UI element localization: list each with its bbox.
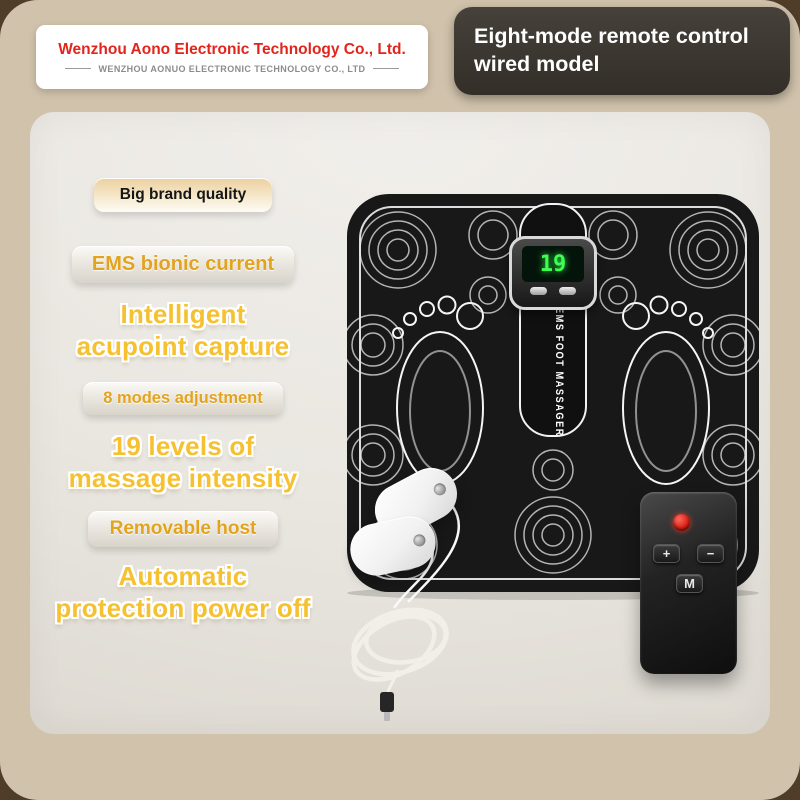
company-header-card: Wenzhou Aono Electronic Technology Co., … — [36, 25, 428, 89]
mode-button: M — [676, 574, 703, 593]
feature-line: protection power off — [55, 592, 311, 623]
feature-line: Intelligent — [120, 299, 246, 329]
feature-8-modes-adjustment: 8 modes adjustment — [83, 382, 283, 416]
feature-line: massage intensity — [68, 463, 298, 494]
feature-line: Automatic — [118, 560, 248, 591]
led-display: 19 — [522, 246, 584, 282]
feature-ems-bionic-current: EMS bionic current — [71, 246, 295, 283]
mat-brand-text: EMS FOOT MASSAGER — [553, 307, 565, 437]
connector-lead — [386, 669, 400, 693]
feature-list: Big brand quality EMS bionic current Int… — [38, 112, 328, 624]
cable-coil — [351, 607, 449, 682]
divider-line-right — [373, 68, 400, 69]
remote-buttons-row: + − — [640, 544, 737, 563]
right-footprint — [622, 295, 714, 485]
control-unit-buttons — [512, 287, 594, 295]
company-name-en-row: WENZHOU AONUO ELECTRONIC TECHNOLOGY CO.,… — [64, 63, 400, 74]
remote-control: + − M — [640, 492, 737, 674]
company-name: Wenzhou Aono Electronic Technology Co., … — [58, 40, 406, 58]
connector-tip — [384, 712, 390, 721]
model-badge: Eight-mode remote control wired model — [454, 7, 790, 95]
feature-intelligent-acupoint-capture: Intelligent acupoint capture — [77, 299, 290, 362]
minus-button: − — [697, 544, 724, 563]
snap-stud-icon — [431, 481, 448, 498]
model-badge-text: Eight-mode remote control wired model — [474, 24, 749, 76]
snap-stud-icon — [412, 533, 427, 548]
control-button-right — [559, 287, 576, 295]
control-unit: 19 — [509, 236, 597, 310]
feature-line: 19 levels of — [111, 431, 255, 462]
company-name-en: WENZHOU AONUO ELECTRONIC TECHNOLOGY CO.,… — [98, 63, 366, 74]
connector-plug — [380, 692, 394, 712]
plus-button: + — [653, 544, 680, 563]
feature-big-brand-quality: Big brand quality — [93, 178, 273, 212]
feature-removable-host: Removable host — [87, 510, 279, 547]
feature-line: acupoint capture — [76, 330, 290, 361]
feature-19-levels-intensity: 19 levels of massage intensity — [69, 431, 298, 494]
control-button-left — [530, 287, 547, 295]
main-card: Big brand quality EMS bionic current Int… — [30, 112, 770, 734]
feature-auto-power-off: Automatic protection power off — [55, 561, 310, 624]
product-scene: EMS FOOT MASSAGER 19 — [328, 172, 770, 734]
power-button-icon — [673, 514, 690, 531]
divider-line-left — [64, 68, 91, 69]
intensity-value: 19 — [539, 251, 567, 277]
